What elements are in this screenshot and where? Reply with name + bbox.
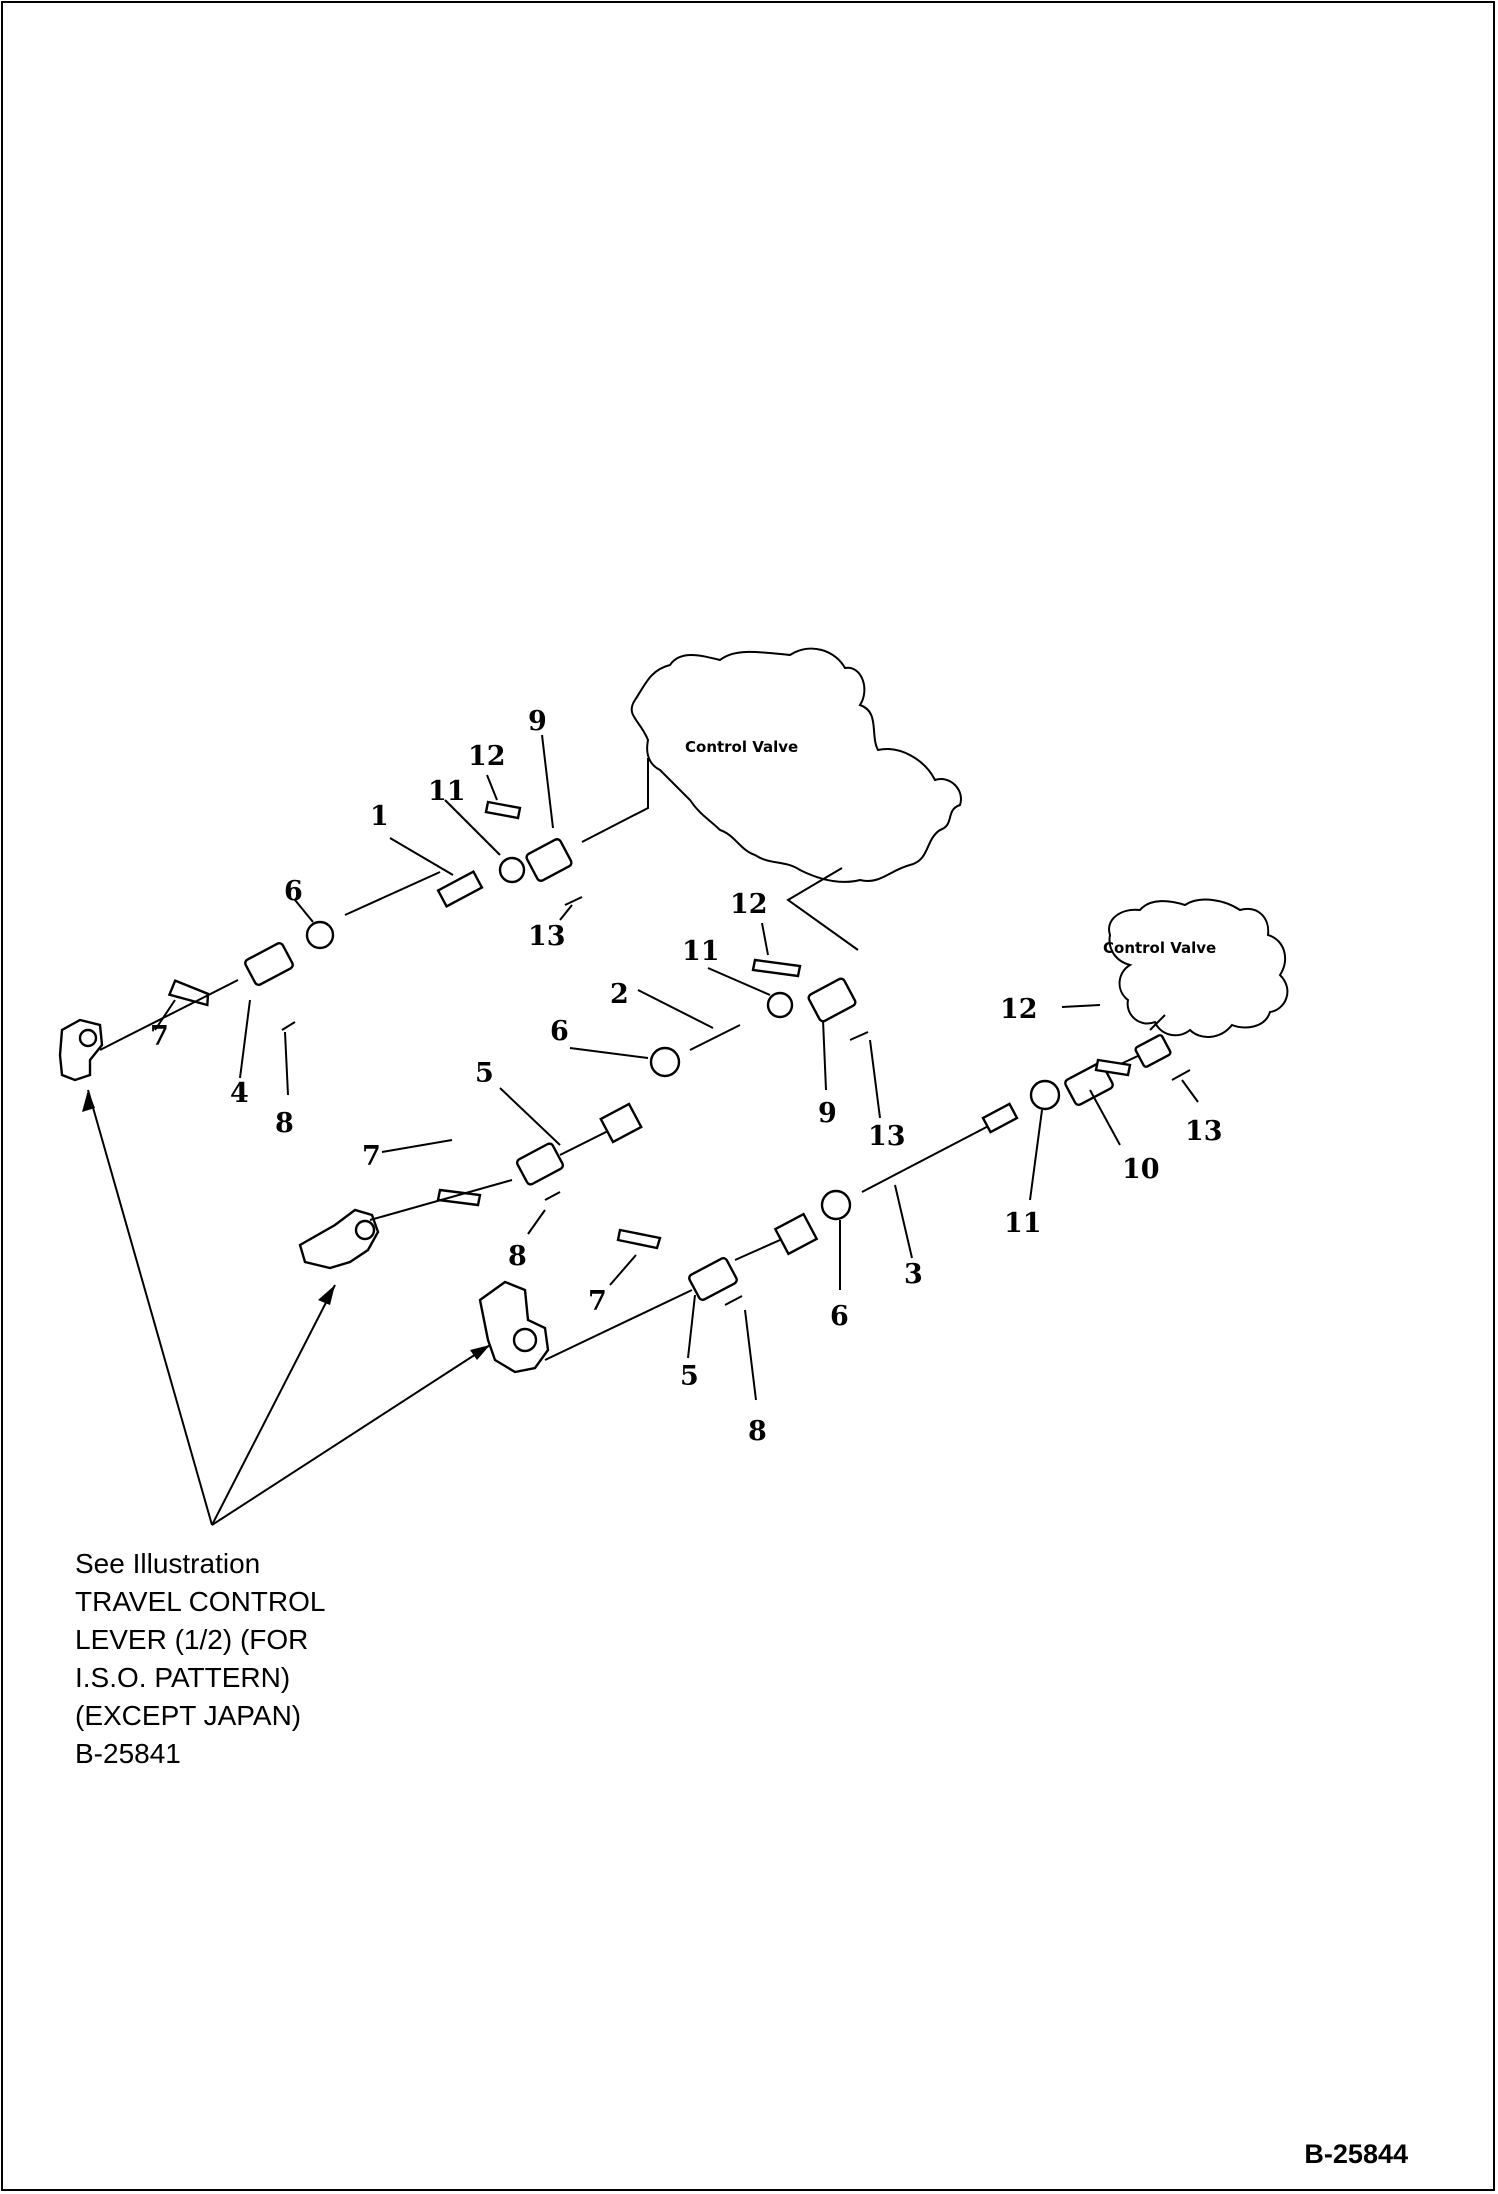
pin-12-upper xyxy=(484,800,522,820)
callout-8c: 8 xyxy=(748,1416,767,1447)
rod-3-end xyxy=(981,1102,1019,1134)
control-valve-label-right: Control Valve xyxy=(1103,939,1216,957)
cotter-pins xyxy=(281,896,1191,1306)
callout-11: 11 xyxy=(428,776,466,807)
callout-12b: 12 xyxy=(730,889,768,920)
reference-note-line-1: See Illustration xyxy=(75,1548,261,1579)
pin-7-middle xyxy=(436,1188,482,1207)
middle-rod-assembly xyxy=(436,958,857,1207)
nut-11-lower xyxy=(1029,1079,1061,1111)
control-valve-label-upper: Control Valve xyxy=(685,738,798,756)
rod-2-shaft xyxy=(689,1024,741,1051)
rod-5-lower-end xyxy=(773,1212,819,1256)
cotter-pin-8-lower xyxy=(724,1295,743,1306)
reference-note-line-4: I.S.O. PATTERN) xyxy=(75,1662,291,1693)
callout-8: 8 xyxy=(275,1108,294,1139)
callout-8b: 8 xyxy=(508,1241,527,1272)
control-valve-upper: Control Valve xyxy=(630,647,962,883)
nut-6-middle xyxy=(649,1046,681,1078)
callout-10: 10 xyxy=(1122,1154,1160,1185)
joint-10 xyxy=(1064,1061,1114,1107)
leader-valve-upper-2 xyxy=(786,867,859,951)
nut-6-lower xyxy=(820,1189,852,1221)
control-valve-right: Control Valve xyxy=(1103,898,1289,1038)
nut-11-middle xyxy=(766,991,794,1019)
callout-6c: 6 xyxy=(830,1301,849,1332)
clevis-4 xyxy=(244,941,294,987)
callout-1: 1 xyxy=(370,801,389,832)
clevis-5-middle xyxy=(515,1142,565,1186)
pin-12-lower xyxy=(1094,1058,1132,1077)
lower-rod-assembly xyxy=(616,1034,1172,1302)
callout-11b: 11 xyxy=(682,936,720,967)
rod-3-shaft xyxy=(861,1119,1001,1193)
pin-7-lower xyxy=(616,1228,662,1250)
reference-arrows xyxy=(82,1089,491,1526)
callout-7: 7 xyxy=(150,1021,169,1052)
pin-12-middle xyxy=(751,958,802,978)
cotter-pin-8-middle xyxy=(544,1191,561,1201)
clevis-5-lower xyxy=(688,1256,738,1302)
lever-bracket-upper xyxy=(58,1018,104,1082)
callout-6b: 6 xyxy=(550,1016,569,1047)
callout-2: 2 xyxy=(610,979,629,1010)
leader-bracket-middle xyxy=(369,1179,513,1221)
clevis-right xyxy=(1134,1034,1172,1068)
cotter-pin-13-middle xyxy=(849,1031,869,1041)
callout-7b: 7 xyxy=(362,1141,381,1172)
leader-valve-upper-1 xyxy=(581,758,649,843)
cotter-pin-13-upper xyxy=(564,896,583,906)
reference-note-line-6: B-25841 xyxy=(75,1738,181,1769)
lever-bracket-middle xyxy=(298,1208,380,1270)
rod-1-shaft xyxy=(344,871,441,916)
cotter-pin-13-right xyxy=(1171,1069,1191,1081)
callout-9: 9 xyxy=(528,706,547,737)
upper-rod-assembly xyxy=(167,800,573,1007)
callout-3: 3 xyxy=(904,1259,923,1290)
callout-4: 4 xyxy=(230,1078,249,1109)
callout-12c: 12 xyxy=(1000,994,1038,1025)
leader-bracket-lower xyxy=(544,1289,693,1361)
leader-bracket-upper xyxy=(99,979,239,1051)
pin-7-upper xyxy=(167,979,210,1007)
reference-note-line-3: LEVER (1/2) (FOR xyxy=(75,1624,309,1655)
rod-5-lower-shaft xyxy=(734,1239,781,1261)
callout-7c: 7 xyxy=(588,1286,607,1317)
callout-5: 5 xyxy=(475,1058,494,1089)
reference-note-line-5: (EXCEPT JAPAN) xyxy=(75,1700,302,1731)
rod-1-end xyxy=(436,870,484,908)
nut-6-upper xyxy=(305,920,335,950)
callout-6: 6 xyxy=(284,876,303,907)
callout-9b: 9 xyxy=(818,1098,837,1129)
reference-note-line-2: TRAVEL CONTROL xyxy=(75,1586,326,1617)
figure-id: B-25844 xyxy=(1304,2139,1408,2169)
callout-11c: 11 xyxy=(1004,1208,1042,1239)
rod-5-middle-end xyxy=(599,1102,643,1144)
callout-5b: 5 xyxy=(680,1361,699,1392)
callout-13: 13 xyxy=(528,921,566,952)
leader-valve-right xyxy=(1149,1014,1166,1031)
nut-11-upper xyxy=(498,856,526,884)
clevis-9-upper xyxy=(525,838,573,882)
callout-12: 12 xyxy=(468,741,506,772)
callout-13c: 13 xyxy=(1185,1116,1223,1147)
clevis-9-middle xyxy=(807,977,857,1023)
cotter-pin-8-upper xyxy=(281,1021,296,1031)
callout-leaders xyxy=(154,734,1199,1401)
callout-13b: 13 xyxy=(868,1121,906,1152)
rod-5-middle-shaft xyxy=(559,1129,611,1156)
lever-bracket-lower xyxy=(478,1280,550,1374)
